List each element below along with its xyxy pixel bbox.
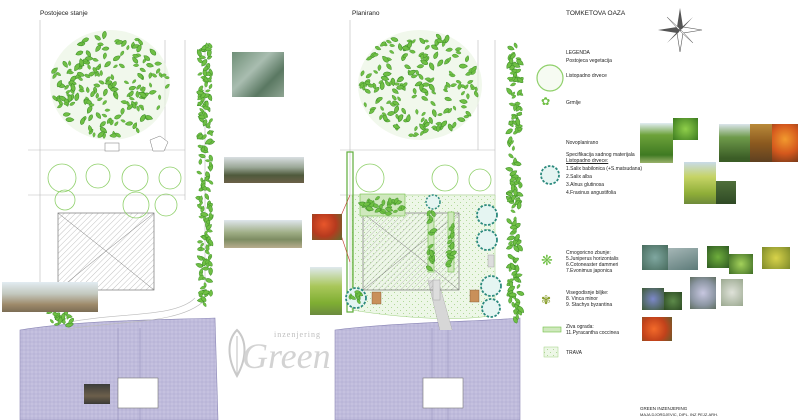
photo-shrub-6b	[729, 254, 753, 274]
legend-tree-1: 1.Salix babilonica (+S.matsudana)	[566, 166, 643, 172]
leaf-symbol	[208, 267, 213, 276]
photo-trees	[224, 157, 304, 183]
footer-company: GREEN INZENJERING	[640, 406, 688, 411]
leaf-symbol	[197, 240, 204, 244]
photo-vinca-b	[664, 292, 682, 310]
leaf-symbol	[505, 166, 514, 173]
leaf-symbol	[511, 145, 516, 152]
photo-shrub-5b	[668, 248, 698, 270]
legend-spec: Specifikacija sadnog materijala	[566, 152, 635, 158]
leaf-symbol	[507, 152, 515, 160]
legend-existing-veg: Postojeca vegetacija	[566, 58, 612, 64]
photo-stachys-b	[721, 279, 743, 306]
photo-pyracantha-hedge	[642, 317, 672, 341]
heading-project: TOMKETOVA OAZA	[566, 10, 626, 17]
shrub-icon: ✿	[541, 96, 551, 108]
leaf-symbol	[198, 215, 205, 219]
watermark-sub: inzenjering	[274, 330, 321, 339]
leaf-symbol	[202, 301, 208, 308]
leaf-symbol	[509, 81, 517, 88]
leaf-symbol	[208, 83, 214, 90]
leaf-symbol	[208, 289, 214, 297]
legend-deciduous: Listopadno drvece	[566, 73, 607, 79]
photo-tree-6	[684, 162, 716, 204]
photo-tree-5	[772, 124, 798, 162]
leaf-symbol	[513, 42, 519, 50]
photo-shrub-7	[762, 247, 790, 269]
legend-conifer-5: 5.Juniperus horizontalis	[566, 256, 619, 262]
leaf-symbol	[205, 88, 211, 93]
planned-tree-symbols	[345, 194, 502, 318]
leaf-symbol	[515, 289, 525, 297]
legend-groundcover-9: 9. Stachys byzantina	[566, 302, 613, 308]
legend-tree-2: 2.Salix alba	[566, 174, 592, 180]
legend-trees-head: Listopadno drvece:	[566, 158, 609, 164]
leaf-symbol	[515, 283, 521, 290]
photo-aerial	[232, 52, 284, 97]
leaf-symbol	[204, 277, 214, 284]
leaf-symbol	[206, 228, 214, 233]
legend-groundcover-head: Visegodisnje biljke:	[566, 290, 609, 296]
leaf-symbol	[510, 208, 517, 214]
compass-rose	[658, 8, 703, 53]
leaf-symbol	[506, 44, 516, 52]
photo-stachys	[690, 277, 716, 309]
legend-groundcover-8: 8. Vinca minor	[566, 296, 598, 302]
watermark-main: Green	[242, 336, 331, 376]
hedge-pyracantha	[346, 151, 354, 313]
leaf-symbol	[196, 71, 203, 77]
legend-conifer-6: 6.Cotoneaster dammeri	[566, 262, 619, 268]
photo-pyracantha	[312, 214, 342, 240]
photo-shrub-6	[707, 246, 729, 268]
legend-grass: TRAVA	[566, 350, 582, 356]
legend-title: LEGENDA	[566, 50, 590, 56]
photo-yard	[224, 220, 302, 248]
footer-author: MAJA DJORDJEVIC, DIPL. INZ PEJZ.ARH.	[640, 412, 719, 417]
legend-tree-3: 3.Alnus glutinosa	[566, 182, 605, 188]
legend-new-planting: Novoplanirano	[566, 140, 599, 146]
conifer-icon: ❋	[541, 252, 553, 268]
leaf-symbol	[504, 127, 514, 136]
leaf-symbol	[204, 159, 211, 163]
photo-fence	[84, 384, 110, 404]
photo-vinca	[642, 288, 664, 310]
leaf-symbol	[505, 217, 514, 226]
photo-willow	[310, 267, 342, 315]
leaf-symbol	[49, 318, 55, 324]
heading-existing: Postojece stanje	[40, 10, 88, 17]
legend-hedge-11: 11.Pyracantha coccinea	[566, 330, 619, 336]
leaf-symbol	[196, 170, 203, 176]
photo-shrub-5	[642, 245, 668, 270]
photo-tree-7	[716, 181, 736, 204]
existing-plan	[19, 20, 219, 420]
photo-tree-1	[640, 123, 673, 163]
heading-planned: Planirano	[352, 10, 380, 17]
legend-shrubs: Grmlje	[566, 100, 581, 106]
legend-conifers-head: Crnogoricno zbunje:	[566, 250, 611, 256]
legend-hedge-head: Ziva ograda:	[566, 324, 594, 330]
leaf-symbol	[198, 158, 203, 166]
photo-tree-4	[750, 124, 772, 162]
legend-symbols	[536, 64, 564, 358]
legend-tree-4: 4.Fraxinus angustifolia	[566, 190, 617, 196]
groundcover-icon: ✾	[541, 293, 552, 307]
photo-house	[2, 282, 98, 312]
planned-plan	[334, 20, 521, 420]
legend-conifer-7: 7.Evonimus japonica	[566, 268, 613, 274]
photo-tree-2	[673, 118, 698, 140]
photo-tree-3	[719, 124, 751, 162]
